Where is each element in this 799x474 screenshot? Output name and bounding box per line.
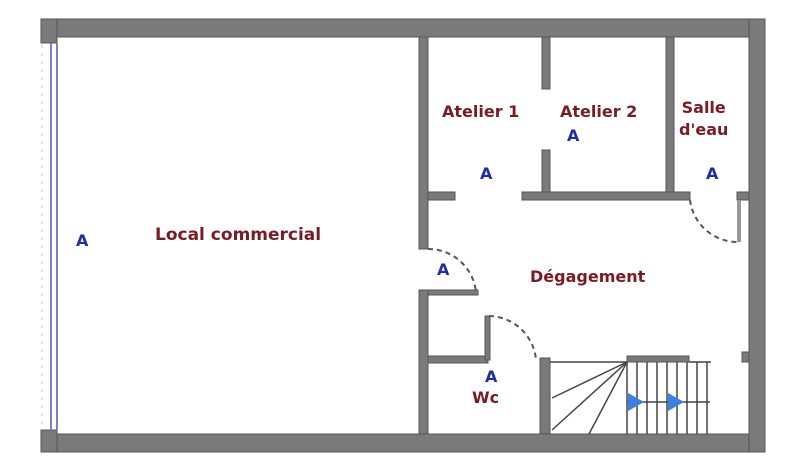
exterior-walls — [40, 18, 766, 453]
marker-wc: A — [485, 367, 498, 386]
room-label-atelier-2: Atelier 2 — [560, 102, 638, 121]
room-label-local-commercial: Local commercial — [155, 225, 322, 245]
salle-deau-line-1: Salle — [681, 98, 726, 117]
marker-atelier-1: A — [480, 164, 493, 183]
room-label-atelier-1: Atelier 1 — [442, 102, 520, 121]
marker-salle-deau: A — [706, 164, 719, 183]
glazed-facade — [41, 43, 58, 430]
room-label-salle-deau: Salle d'eau — [679, 97, 728, 142]
room-label-wc: Wc — [472, 388, 500, 407]
stair-direction-arrows — [628, 393, 684, 411]
interior-walls — [418, 36, 750, 435]
marker-local-commercial: A — [76, 231, 89, 250]
staircase — [550, 361, 711, 435]
salle-deau-line-2: d'eau — [679, 120, 729, 140]
room-label-degagement: Dégagement — [530, 267, 646, 286]
marker-degagement-door: A — [437, 260, 450, 279]
marker-atelier-2: A — [567, 126, 580, 145]
